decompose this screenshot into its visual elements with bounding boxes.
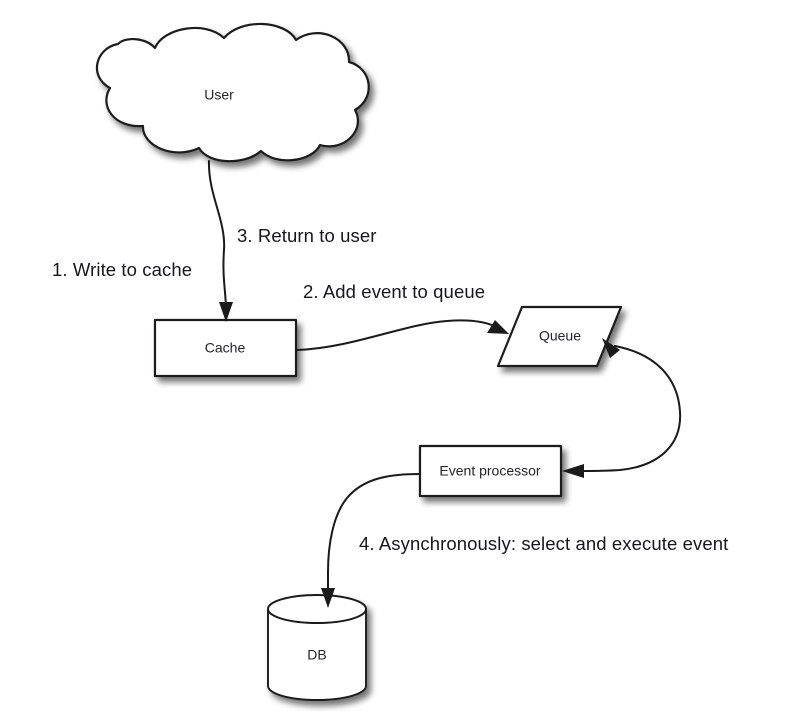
step-label-2: 2. Add event to queue	[303, 281, 486, 302]
connector-cache-to-queue	[296, 319, 509, 351]
node-queue[interactable]: Queue	[496, 305, 623, 368]
connector-queue-event-processor	[562, 338, 682, 478]
node-event-processor[interactable]: Event processor	[418, 444, 563, 498]
node-cache-label: Cache	[205, 340, 246, 356]
step-label-3: 3. Return to user	[237, 225, 377, 246]
node-cache[interactable]: Cache	[153, 318, 298, 378]
node-user[interactable]: User	[95, 22, 370, 163]
node-queue-label: Queue	[539, 328, 581, 344]
node-user-label: User	[204, 87, 234, 103]
node-db-label: DB	[307, 647, 326, 663]
node-event-processor-label: Event processor	[439, 463, 540, 479]
connector-event-processor-to-db	[321, 473, 420, 608]
connector-user-to-cache	[207, 160, 233, 322]
node-db[interactable]: DB	[267, 594, 367, 701]
step-label-4: 4. Asynchronously: select and execute ev…	[359, 533, 729, 554]
step-label-1: 1. Write to cache	[52, 259, 193, 280]
